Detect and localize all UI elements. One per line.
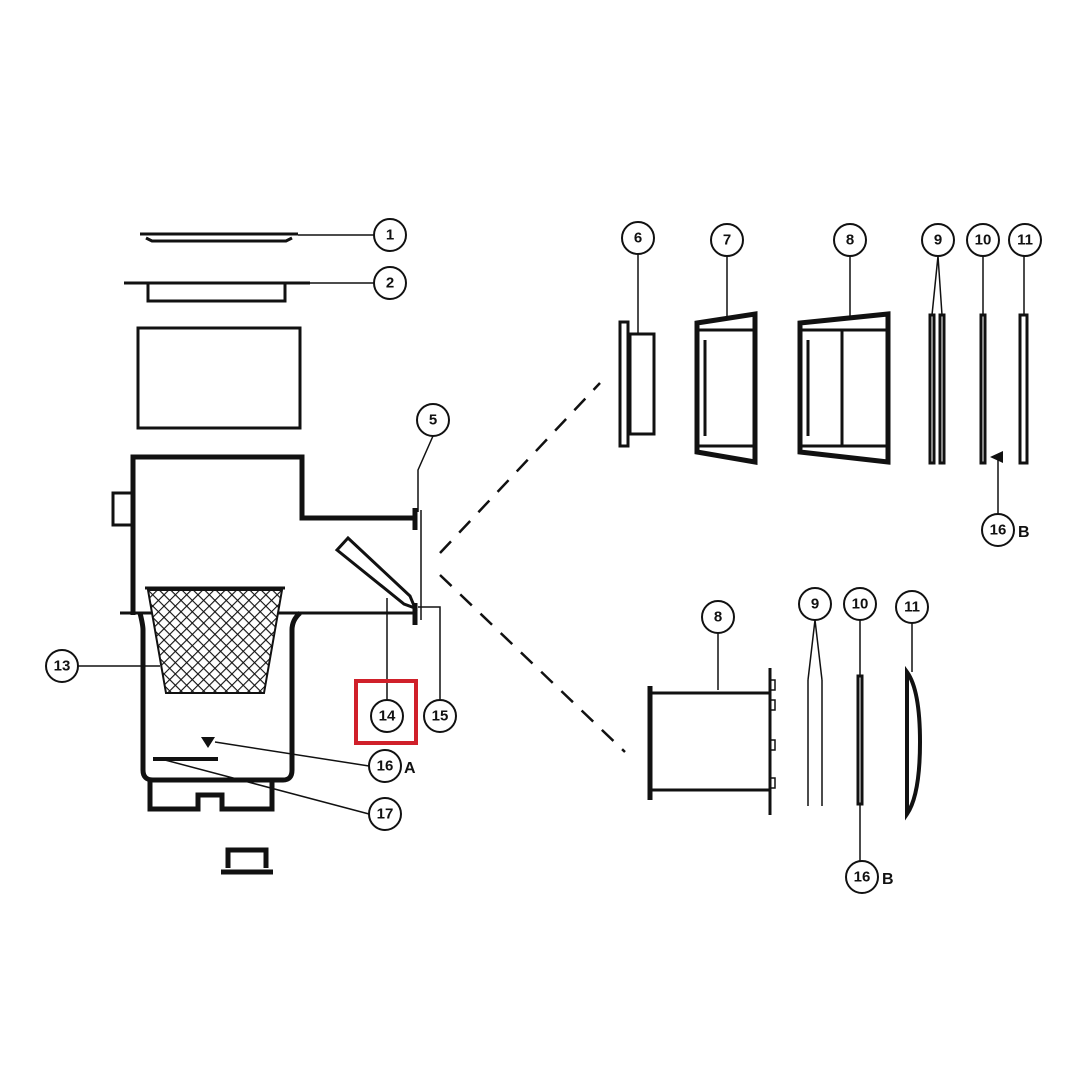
svg-text:9: 9 — [934, 232, 942, 249]
svg-text:17: 17 — [377, 806, 394, 823]
callout-10-bottom: 10 — [843, 587, 877, 621]
svg-text:6: 6 — [634, 230, 642, 247]
callout-1: 1 — [373, 218, 407, 252]
part-plug — [221, 847, 273, 875]
svg-text:10: 10 — [975, 232, 992, 249]
callout-13: 13 — [45, 649, 79, 683]
svg-text:16: 16 — [377, 758, 394, 775]
part-14-flap — [334, 535, 418, 611]
highlight-box-part-14 — [354, 679, 418, 745]
svg-text:8: 8 — [714, 609, 722, 626]
callout-16b-bottom: 16 B — [845, 860, 894, 894]
part-11-cap — [905, 623, 923, 821]
svg-text:5: 5 — [429, 412, 437, 429]
part-9-gaskets — [928, 255, 946, 465]
callout-9-bottom: 9 — [798, 587, 832, 621]
svg-text:B: B — [882, 871, 894, 888]
extension-collar — [136, 326, 302, 430]
part-1-lid — [140, 232, 374, 243]
svg-text:11: 11 — [904, 599, 920, 616]
svg-text:8: 8 — [846, 232, 854, 249]
part-2-frame — [124, 281, 374, 303]
svg-text:1: 1 — [386, 227, 394, 244]
part-13-basket — [146, 589, 284, 694]
dashed-link-top — [439, 382, 601, 554]
svg-text:16: 16 — [854, 869, 871, 886]
svg-text:B: B — [1018, 524, 1030, 541]
callout-16a: 16 A — [368, 749, 416, 783]
svg-text:13: 13 — [54, 658, 71, 675]
part-8-bottom — [647, 633, 776, 815]
part-8-top — [797, 256, 891, 465]
callout-2: 2 — [373, 266, 407, 300]
callout-16b-top: 16 B — [981, 513, 1030, 547]
callout-10-top: 10 — [966, 223, 1000, 257]
callout-9-top: 9 — [921, 223, 955, 257]
svg-text:7: 7 — [723, 232, 731, 249]
part-6 — [618, 254, 656, 448]
callout-8-bottom: 8 — [701, 600, 735, 634]
svg-text:10: 10 — [852, 596, 869, 613]
svg-text:2: 2 — [386, 275, 394, 292]
callout-14: 14 — [370, 699, 404, 733]
callout-17: 17 — [368, 797, 402, 831]
part-7 — [694, 256, 758, 465]
part-16b-marker-top — [990, 451, 1003, 463]
part-16a-marker — [201, 737, 215, 748]
callout-8-top: 8 — [833, 223, 867, 257]
part-10-gasket — [979, 256, 987, 465]
callout-15: 15 — [423, 699, 457, 733]
part-9-gaskets-bottom — [807, 619, 823, 806]
svg-text:15: 15 — [432, 708, 449, 725]
svg-text:14: 14 — [379, 708, 396, 725]
svg-text:A: A — [404, 760, 416, 777]
callout-5: 5 — [416, 403, 450, 437]
skimmer-body — [111, 454, 422, 812]
callout-7: 7 — [710, 223, 744, 257]
callout-11-top: 11 — [1008, 223, 1042, 257]
dashed-link-bottom — [439, 574, 626, 753]
callout-6: 6 — [621, 221, 655, 255]
callout-11-bottom: 11 — [895, 590, 929, 624]
part-10-gasket-bottom — [856, 620, 864, 861]
part-11-ring — [1018, 256, 1029, 465]
svg-text:16: 16 — [990, 522, 1007, 539]
svg-text:11: 11 — [1017, 232, 1033, 249]
svg-text:9: 9 — [811, 596, 819, 613]
